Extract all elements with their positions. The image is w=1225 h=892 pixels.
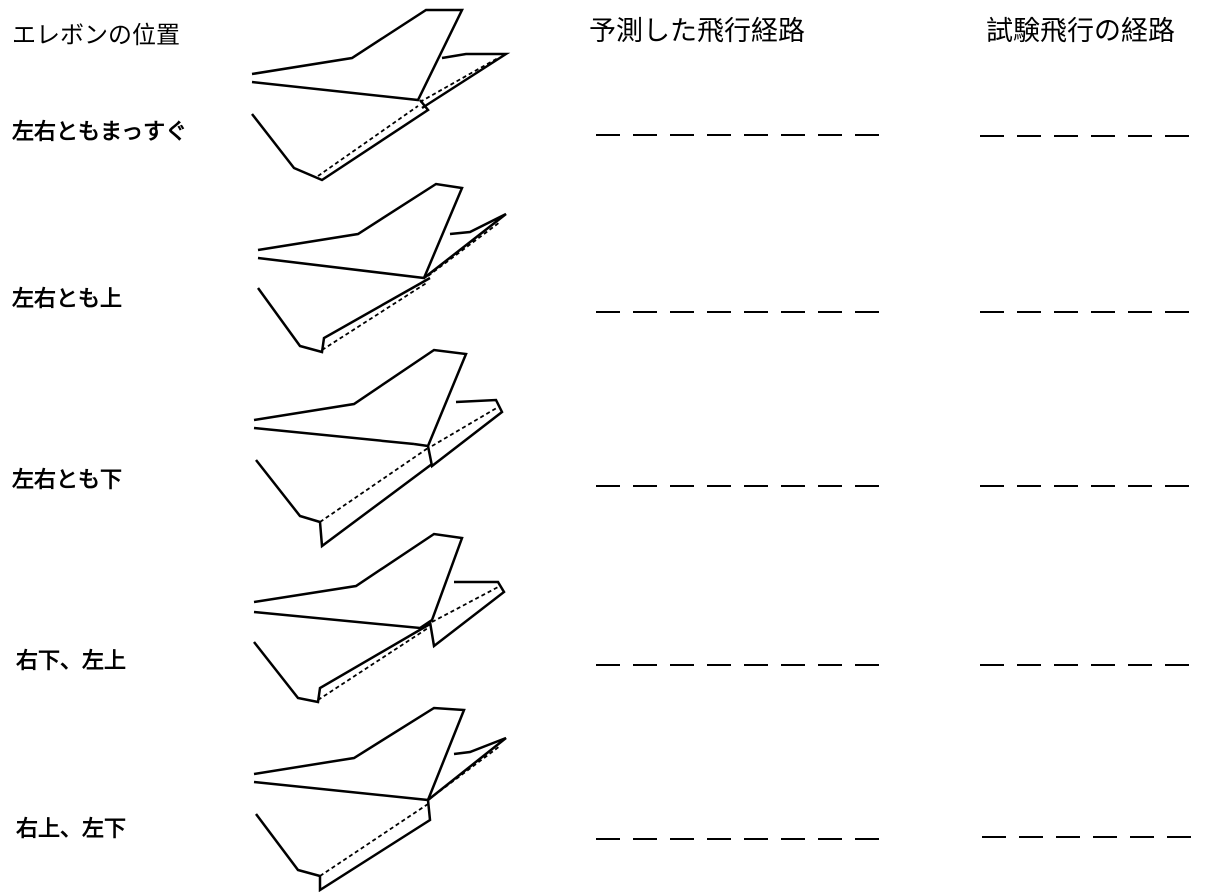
blank-dash-segment xyxy=(1054,311,1078,313)
blank-dash-segment xyxy=(1054,485,1078,487)
blank-dash-segment xyxy=(670,485,694,487)
blank-dash-segment xyxy=(596,664,620,666)
row-label-both-down: 左右とも下 xyxy=(12,468,123,493)
airplane-right-up-left-down-illustration xyxy=(253,706,507,892)
predicted-path-blank-5[interactable] xyxy=(596,838,886,844)
blank-dash-segment xyxy=(670,311,694,313)
blank-dash-segment xyxy=(1093,836,1117,838)
blank-dash-segment xyxy=(1091,135,1115,137)
blank-dash-segment xyxy=(670,134,694,136)
blank-dash-segment xyxy=(1167,836,1191,838)
blank-dash-segment xyxy=(744,134,768,136)
airplane-both-down-illustration xyxy=(253,348,504,549)
blank-dash-segment xyxy=(818,838,842,840)
blank-dash-segment xyxy=(1091,664,1115,666)
row-label-both-up: 左右とも上 xyxy=(12,287,123,312)
blank-dash-segment xyxy=(818,485,842,487)
predicted-path-blank-4[interactable] xyxy=(596,664,886,670)
blank-dash-segment xyxy=(707,485,731,487)
blank-dash-segment xyxy=(707,664,731,666)
blank-dash-segment xyxy=(1165,485,1189,487)
blank-dash-segment xyxy=(980,664,1004,666)
blank-dash-segment xyxy=(1017,311,1041,313)
blank-dash-segment xyxy=(596,311,620,313)
blank-dash-segment xyxy=(1054,664,1078,666)
blank-dash-segment xyxy=(633,311,657,313)
blank-dash-segment xyxy=(1165,664,1189,666)
header-test-path: 試験飛行の経路 xyxy=(986,16,1175,47)
blank-dash-segment xyxy=(781,838,805,840)
blank-dash-segment xyxy=(1165,311,1189,313)
blank-dash-segment xyxy=(633,838,657,840)
airplane-right-down-left-up-illustration xyxy=(253,532,506,704)
predicted-path-blank-2[interactable] xyxy=(596,311,886,317)
blank-dash-segment xyxy=(707,311,731,313)
predicted-path-blank-3[interactable] xyxy=(596,485,886,491)
blank-dash-segment xyxy=(818,664,842,666)
blank-dash-segment xyxy=(596,134,620,136)
blank-dash-segment xyxy=(980,485,1004,487)
test-path-blank-1[interactable] xyxy=(980,135,1220,141)
blank-dash-segment xyxy=(670,664,694,666)
blank-dash-segment xyxy=(818,134,842,136)
blank-dash-segment xyxy=(1091,311,1115,313)
blank-dash-segment xyxy=(1019,836,1043,838)
blank-dash-segment xyxy=(744,838,768,840)
blank-dash-segment xyxy=(818,311,842,313)
blank-dash-segment xyxy=(855,485,879,487)
test-path-blank-4[interactable] xyxy=(980,664,1220,670)
test-path-blank-2[interactable] xyxy=(980,311,1220,317)
blank-dash-segment xyxy=(855,838,879,840)
blank-dash-segment xyxy=(781,664,805,666)
row-label-right-up-left-down: 右上、左下 xyxy=(16,817,127,842)
predicted-path-blank-1[interactable] xyxy=(596,134,886,140)
blank-dash-segment xyxy=(1017,135,1041,137)
blank-dash-segment xyxy=(982,836,1006,838)
blank-dash-segment xyxy=(1130,836,1154,838)
blank-dash-segment xyxy=(633,134,657,136)
blank-dash-segment xyxy=(744,664,768,666)
blank-dash-segment xyxy=(670,838,694,840)
blank-dash-segment xyxy=(1091,485,1115,487)
blank-dash-segment xyxy=(744,485,768,487)
blank-dash-segment xyxy=(1056,836,1080,838)
blank-dash-segment xyxy=(855,664,879,666)
header-predicted-path: 予測した飛行経路 xyxy=(589,16,805,47)
blank-dash-segment xyxy=(1054,135,1078,137)
blank-dash-segment xyxy=(1017,664,1041,666)
blank-dash-segment xyxy=(980,135,1004,137)
blank-dash-segment xyxy=(707,134,731,136)
blank-dash-segment xyxy=(855,311,879,313)
blank-dash-segment xyxy=(781,485,805,487)
blank-dash-segment xyxy=(1128,485,1152,487)
blank-dash-segment xyxy=(707,838,731,840)
blank-dash-segment xyxy=(781,134,805,136)
blank-dash-segment xyxy=(1128,664,1152,666)
blank-dash-segment xyxy=(1017,485,1041,487)
row-label-straight: 左右ともまっすぐ xyxy=(12,120,188,145)
blank-dash-segment xyxy=(596,838,620,840)
blank-dash-segment xyxy=(1165,135,1189,137)
blank-dash-segment xyxy=(1128,311,1152,313)
test-path-blank-3[interactable] xyxy=(980,485,1220,491)
blank-dash-segment xyxy=(744,311,768,313)
blank-dash-segment xyxy=(596,485,620,487)
airplane-straight-illustration xyxy=(251,8,511,182)
airplane-both-up-illustration xyxy=(256,182,507,354)
blank-dash-segment xyxy=(781,311,805,313)
blank-dash-segment xyxy=(855,134,879,136)
blank-dash-segment xyxy=(633,485,657,487)
blank-dash-segment xyxy=(633,664,657,666)
blank-dash-segment xyxy=(980,311,1004,313)
blank-dash-segment xyxy=(1128,135,1152,137)
header-elevon-position: エレボンの位置 xyxy=(12,21,180,49)
test-path-blank-5[interactable] xyxy=(982,836,1222,842)
row-label-right-down-left-up: 右下、左上 xyxy=(16,649,127,674)
